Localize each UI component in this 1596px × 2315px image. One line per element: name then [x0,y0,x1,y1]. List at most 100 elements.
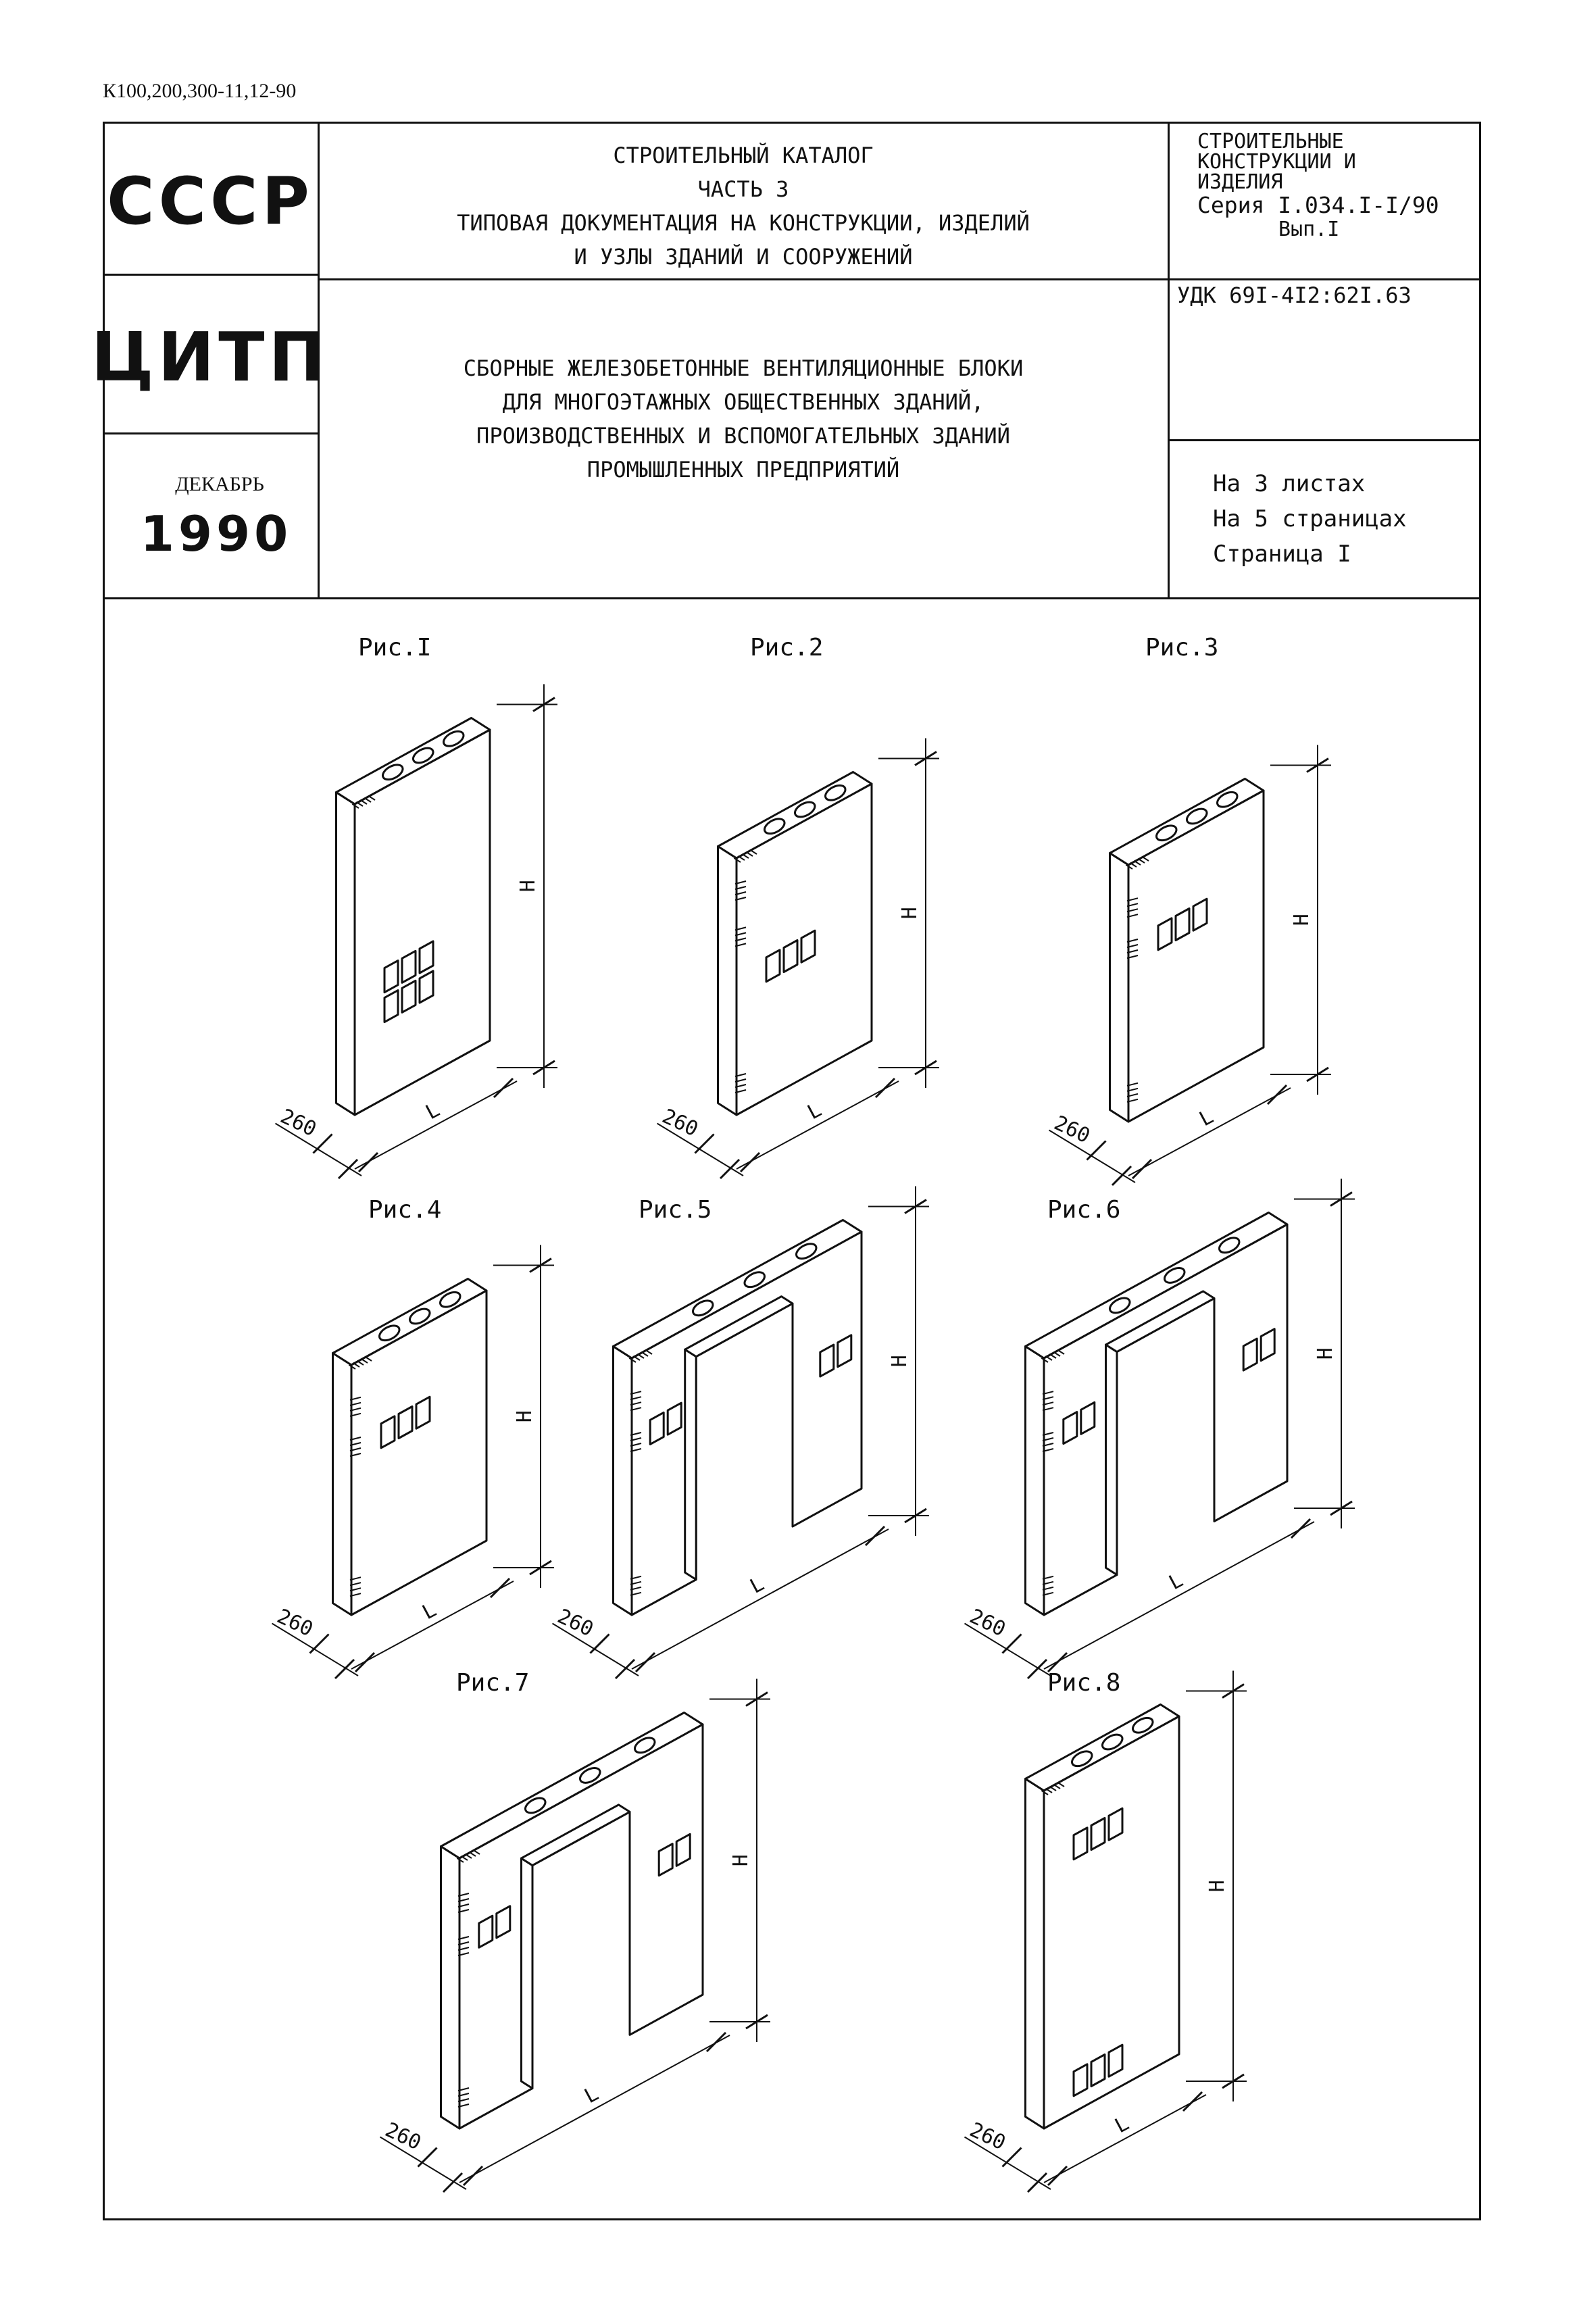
figure-1-joint-hatch [368,795,376,801]
figure-4-joint-hatch [352,1362,360,1368]
figure-5-groove [630,1432,642,1436]
figure-2-groove [734,943,747,947]
figure-3-joint-hatch [1125,864,1133,870]
figure-3-groove [1126,955,1139,959]
figure-7-width-dim-tick [417,2147,438,2168]
figure-8-front-face [1043,1715,1180,2130]
figure-5-groove [630,1586,642,1591]
page-number: Страница I [1213,541,1351,568]
figure-5-groove [630,1591,642,1596]
figure-2-joint-hatch [737,855,745,861]
section-divider-2 [1168,439,1481,441]
figure-5-channel-hole [795,1243,818,1260]
figure-6-width-dim-line [964,1622,1051,1676]
figure-8-width-dim-tick [1026,2172,1048,2193]
figure-2-groove [734,1073,747,1077]
figure-3-side-face [1109,852,1130,1123]
figure-1-length-dim-tick [357,1151,379,1173]
figure-2-width-label: 260 [659,1105,702,1142]
stamp-year: 1990 [140,505,293,562]
figure-5-groove [630,1443,642,1447]
figure-8-joint-hatch [1041,1790,1049,1795]
figure-4-groove [349,1447,361,1451]
figure-7-groove [457,2087,470,2091]
figure-6-channel-hole [1218,1237,1241,1254]
figure-4-channel-hole [409,1308,431,1325]
figure-2-joint-hatch [733,857,741,863]
figure-4-length-label: L [418,1598,440,1624]
figure-5-label: Рис.5 [639,1196,712,1224]
figure-6-vent-opening [1080,1401,1096,1435]
figure-2-groove [734,926,747,931]
figure-6-width-dim-tick [1026,1658,1048,1680]
figure-8-vent-opening [1090,2053,1106,2087]
figure-8-joint-hatch [1045,1788,1053,1793]
figure-7-groove [457,1941,470,1945]
figure-2-groove [734,880,747,885]
section-heading: СТРОИТЕЛЬНЫЕ КОНСТРУКЦИИ И ИЗДЕЛИЯ Серия… [1197,132,1439,241]
figure-7-width-dim-line [379,2136,467,2190]
figure-2-length-label: L [803,1098,825,1124]
figure-1-vent-opening [383,960,399,994]
stamp-column-line [318,122,320,599]
figure-2-groove [734,1089,747,1093]
figure-6-joint-hatch [1041,1358,1049,1363]
figure-4-groove [349,1396,361,1401]
figure-1-joint-hatch [355,801,364,807]
document-code: К100,200,300-11,12-90 [103,80,297,102]
figure-6-channel-hole [1109,1297,1131,1314]
figure-7-length-dim-tick [462,2165,484,2187]
figure-4-channel-hole [378,1324,401,1342]
figure-4-joint-hatch [356,1360,364,1366]
figure-4-length-dim-tick [489,1577,511,1599]
figure-7-joint-hatch [464,1853,472,1859]
figure-3-groove [1126,1082,1139,1087]
figure-6-groove [1042,1448,1054,1452]
figure-7-vent-opening [675,1833,691,1867]
figure-4-groove [349,1407,361,1412]
figure-2-groove [734,932,747,937]
figure-7-groove [457,1898,470,1902]
figure-5-joint-hatch [637,1353,645,1359]
figure-6-vent-opening [1260,1328,1276,1362]
section-line-1: СТРОИТЕЛЬНЫЕ [1197,130,1344,153]
figure-7-groove [457,1952,470,1956]
figure-6-side-face [1024,1345,1045,1616]
figure-4-length-dim-tick [354,1651,376,1673]
figure-2-length-dim-line [736,1080,899,1170]
figure-7-length-dim-line [459,2035,730,2183]
figure-3-channel-hole [1186,807,1208,825]
figure-3-length-dim-tick [1131,1158,1153,1180]
figure-5-joint-hatch [628,1358,637,1363]
section-line-2: КОНСТРУКЦИИ И [1197,150,1356,174]
figure-5-side-face [612,1345,633,1616]
drawing-frame [103,122,1481,2220]
figure-3-width-label: 260 [1051,1112,1094,1149]
stamp-divider-1 [103,274,319,276]
figure-5-length-dim-tick [634,1651,656,1673]
figure-2-groove [734,1078,747,1082]
figure-5-groove [630,1437,642,1441]
figure-8-length-dim-tick [1182,2091,1203,2112]
figure-7-width-dim-tick [442,2172,464,2193]
figure-6-vent-opening [1242,1337,1258,1372]
figure-6-length-dim-tick [1290,1518,1312,1539]
stamp-organization: ЦИТП [91,318,330,397]
figure-8-vent-opening [1090,1817,1106,1851]
figure-4-width-dim-line [271,1622,359,1676]
sheets-count: На 3 листах [1213,470,1366,497]
figure-6-joint-hatch [1049,1353,1057,1359]
figure-4-groove [349,1587,361,1592]
figure-5-vent-opening [649,1411,665,1445]
title-line-4: ПРОМЫШЛЕННЫХ ПРЕДПРИЯТИЙ [587,457,900,482]
figure-5-joint-hatch [641,1351,649,1357]
figure-1-length-dim-tick [493,1077,514,1099]
figure-4-joint-hatch [348,1364,356,1370]
figure-5-groove [630,1580,642,1585]
figure-4-joint-hatch [364,1356,372,1362]
figure-7-groove [457,1909,470,1913]
figure-3-groove [1126,949,1139,953]
figure-8-length-dim-line [1043,2094,1207,2183]
